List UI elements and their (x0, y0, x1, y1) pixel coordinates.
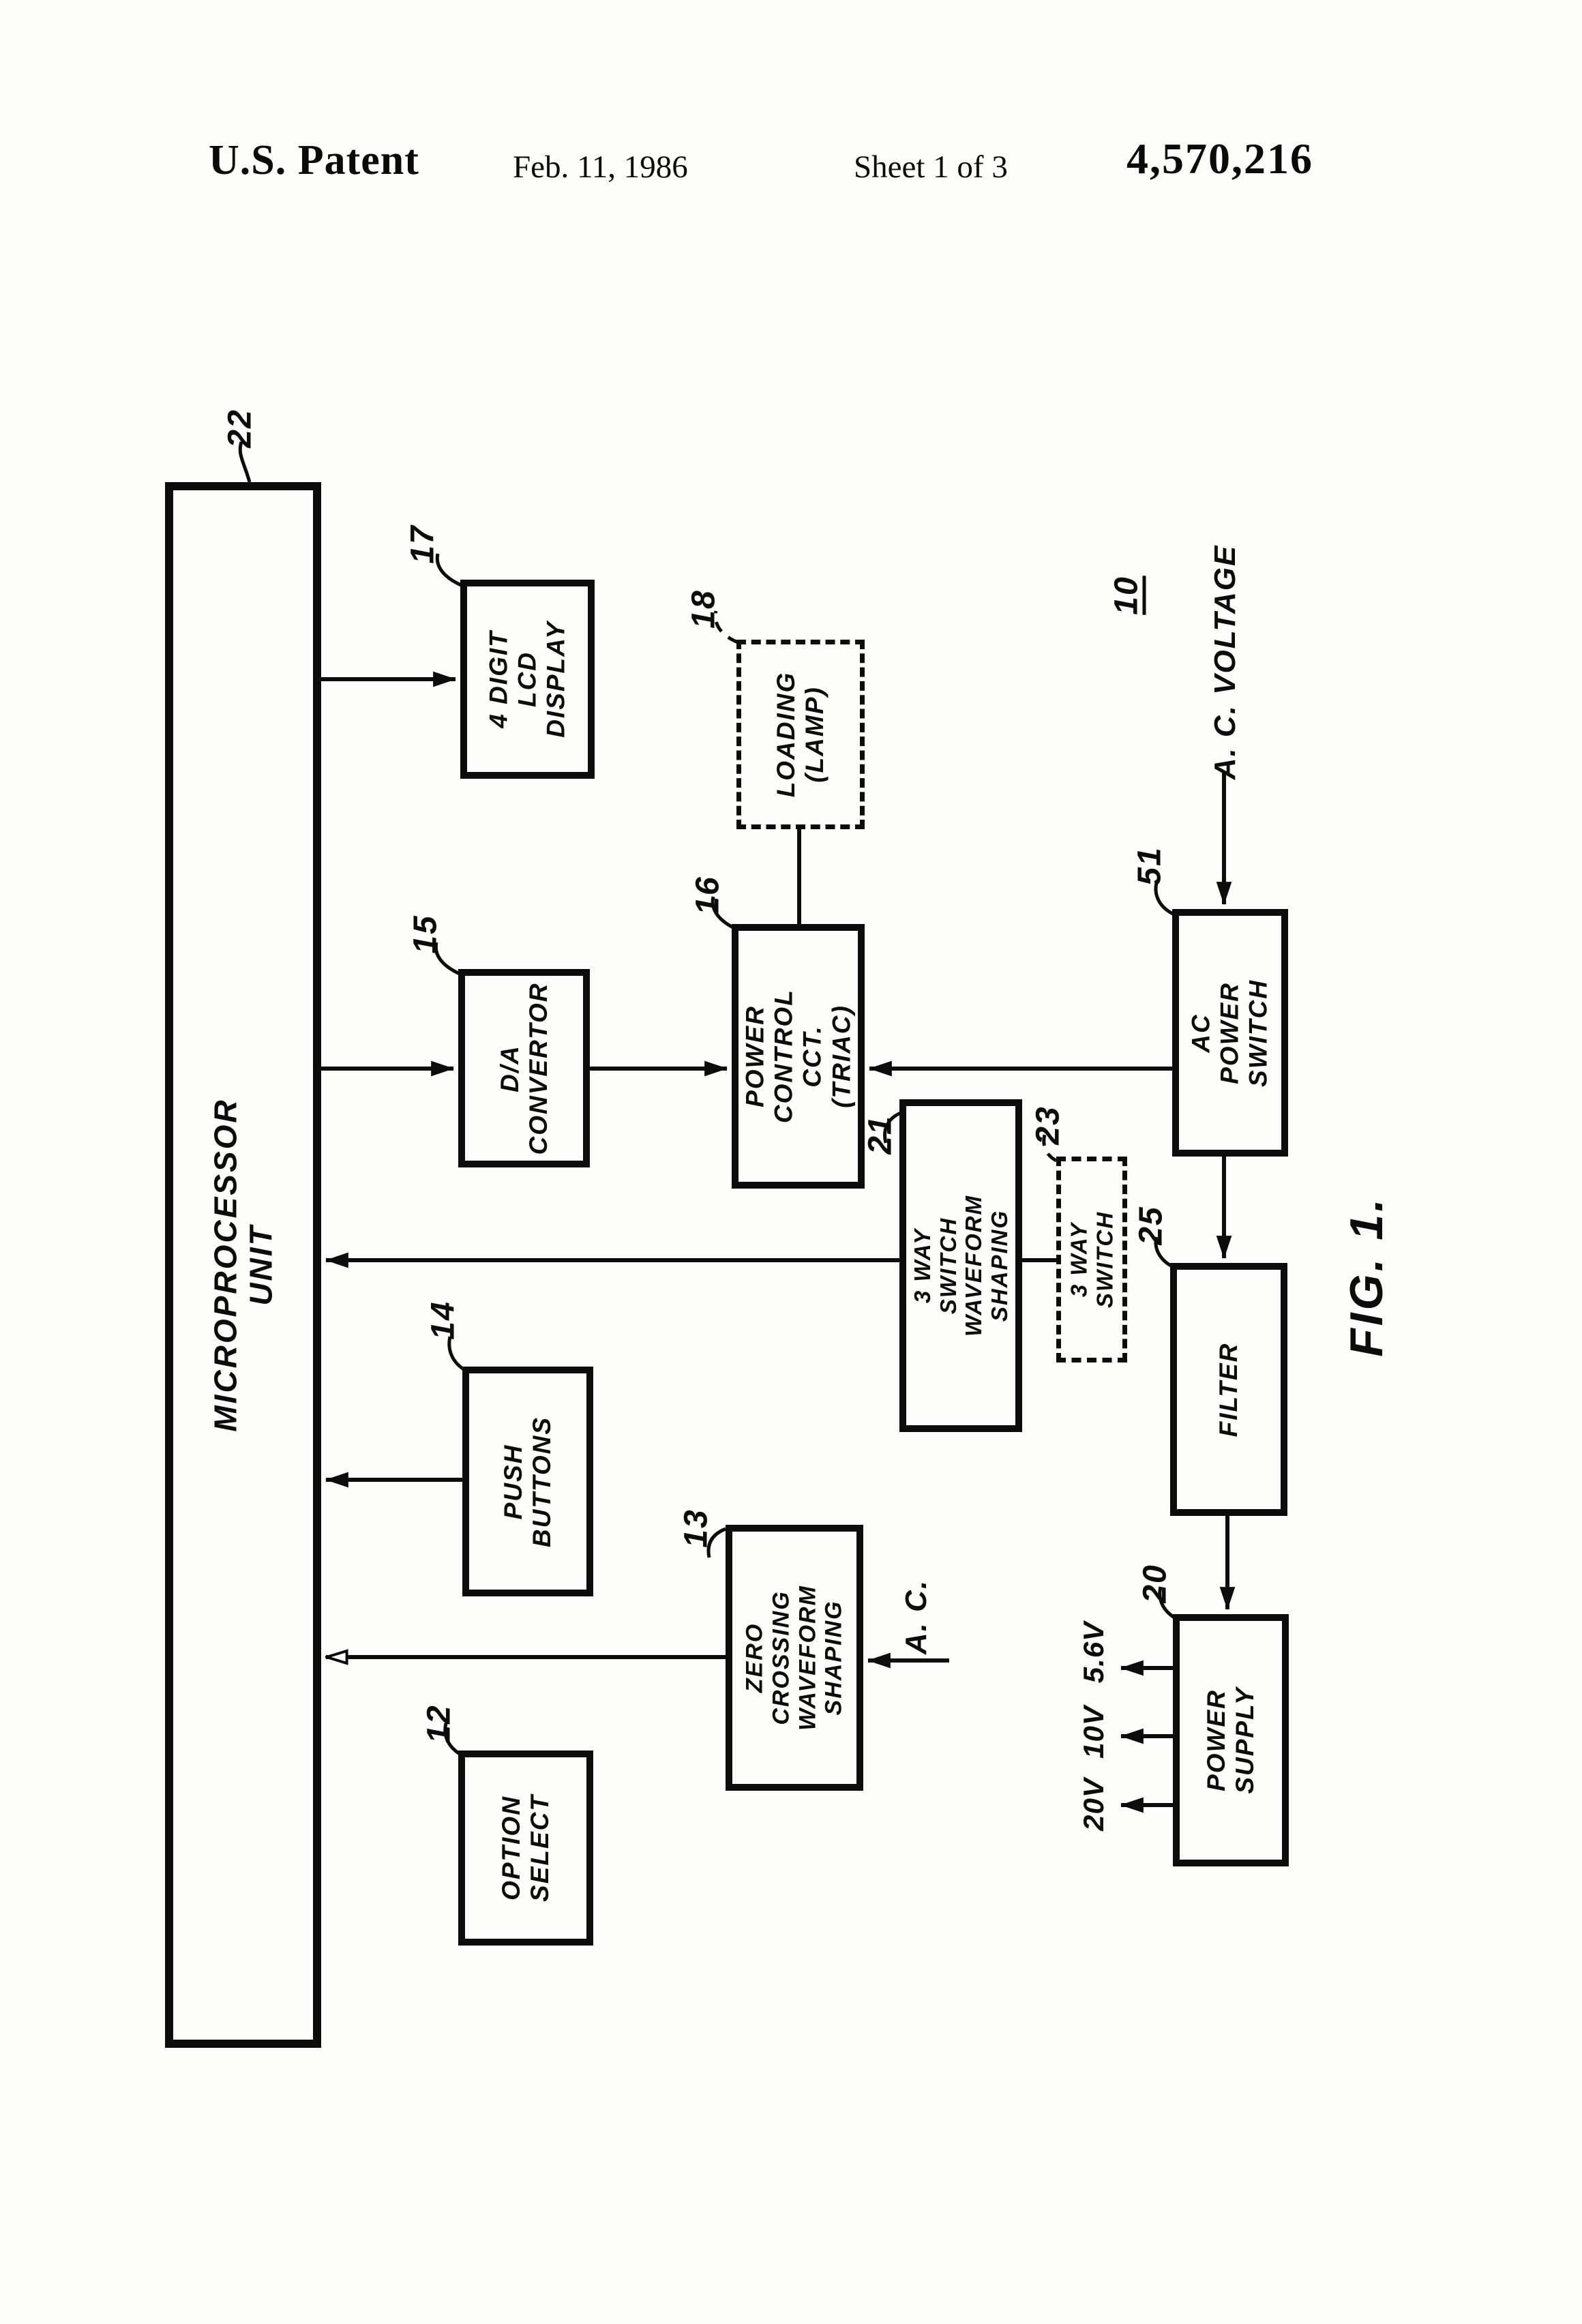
patent-header-number: 4,570,216 (1126, 134, 1313, 183)
leader-ref-25 (1154, 1236, 1172, 1268)
block-3way-switch: 3 WAY SWITCH (1056, 1157, 1127, 1362)
ac-voltage-label: A. C. VOLTAGE (1208, 544, 1242, 780)
block-loading-lamp-label: LOADING (LAMP) (771, 671, 829, 798)
leader-ref-13 (706, 1527, 727, 1558)
leader-ref-23 (1042, 1134, 1058, 1163)
patent-header-date: Feb. 11, 1986 (513, 149, 688, 185)
block-microprocessor-unit-label: MICROPROCESSOR UNIT (207, 1098, 279, 1432)
ref-51: 51 (1131, 846, 1168, 886)
leader-ref-21 (883, 1111, 902, 1144)
leader-ref-16 (711, 896, 734, 929)
ref-16: 16 (689, 876, 726, 915)
ref-17: 17 (404, 524, 441, 564)
leader-ref-12 (443, 1723, 461, 1756)
block-filter: FILTER (1170, 1263, 1287, 1516)
patent-header-sheet: Sheet 1 of 3 (854, 149, 1008, 185)
patent-header-title: U.S. Patent (209, 137, 419, 183)
ref-21: 21 (862, 1115, 899, 1154)
block-ac-power-switch-label: AC POWER SWITCH (1186, 979, 1273, 1087)
leader-ref-18 (713, 610, 738, 644)
block-3way-switch-waveform-shaping: 3 WAY SWITCH WAVEFORM SHAPING (899, 1099, 1022, 1432)
block-3way-switch-waveform-shaping-label: 3 WAY SWITCH WAVEFORM SHAPING (909, 1195, 1012, 1337)
leader-ref-22 (238, 441, 252, 483)
block-power-control-cct-label: POWER CONTROL CCT. (TRIAC) (741, 989, 855, 1124)
ref-14: 14 (425, 1300, 462, 1340)
leader-ref-14 (447, 1336, 465, 1371)
ref-22: 22 (222, 408, 258, 448)
ref-10-system: 10 (1108, 576, 1145, 615)
ref-18: 18 (685, 589, 722, 629)
supply-output-10v-label: 10V (1077, 1705, 1109, 1759)
ac-input-label: A. C. (899, 1579, 933, 1655)
block-da-convertor: D/A CONVERTOR (458, 969, 590, 1167)
supply-output-5v6-label: 5.6V (1077, 1621, 1109, 1684)
block-zero-crossing-waveform-shaping: ZERO CROSSING WAVEFORM SHAPING (726, 1525, 863, 1791)
block-microprocessor-unit: MICROPROCESSOR UNIT (165, 482, 321, 2048)
block-option-select-label: OPTION SELECT (496, 1794, 554, 1902)
block-option-select: OPTION SELECT (458, 1751, 593, 1946)
ref-20: 20 (1137, 1564, 1174, 1603)
leader-ref-51 (1154, 882, 1174, 916)
block-push-buttons: PUSH BUTTONS (462, 1367, 593, 1596)
ref-25: 25 (1133, 1206, 1169, 1245)
ref-13: 13 (678, 1508, 715, 1548)
ref-23: 23 (1030, 1105, 1066, 1145)
block-loading-lamp: LOADING (LAMP) (736, 640, 865, 829)
leader-ref-15 (434, 942, 461, 976)
supply-output-20v-label: 20V (1077, 1778, 1109, 1831)
block-ac-power-switch: AC POWER SWITCH (1172, 909, 1288, 1157)
block-3way-switch-label: 3 WAY SWITCH (1066, 1210, 1117, 1309)
block-lcd-display: 4 DIGIT LCD DISPLAY (460, 580, 595, 779)
block-power-control-cct: POWER CONTROL CCT. (TRIAC) (732, 924, 865, 1189)
ref-12: 12 (421, 1704, 458, 1744)
leader-ref-20 (1158, 1586, 1176, 1620)
block-filter-label: FILTER (1214, 1342, 1242, 1437)
block-power-supply-label: POWER SUPPLY (1202, 1686, 1259, 1794)
figure-label: FIG. 1. (1341, 1196, 1392, 1357)
ref-15: 15 (407, 914, 444, 954)
block-lcd-display-label: 4 DIGIT LCD DISPLAY (484, 621, 570, 738)
block-push-buttons-label: PUSH BUTTONS (498, 1416, 556, 1547)
block-power-supply: POWER SUPPLY (1173, 1614, 1289, 1866)
leader-ref-17 (435, 553, 462, 587)
block-da-convertor-label: D/A CONVERTOR (495, 981, 552, 1155)
block-zero-crossing-waveform-shaping-label: ZERO CROSSING WAVEFORM SHAPING (741, 1585, 847, 1731)
